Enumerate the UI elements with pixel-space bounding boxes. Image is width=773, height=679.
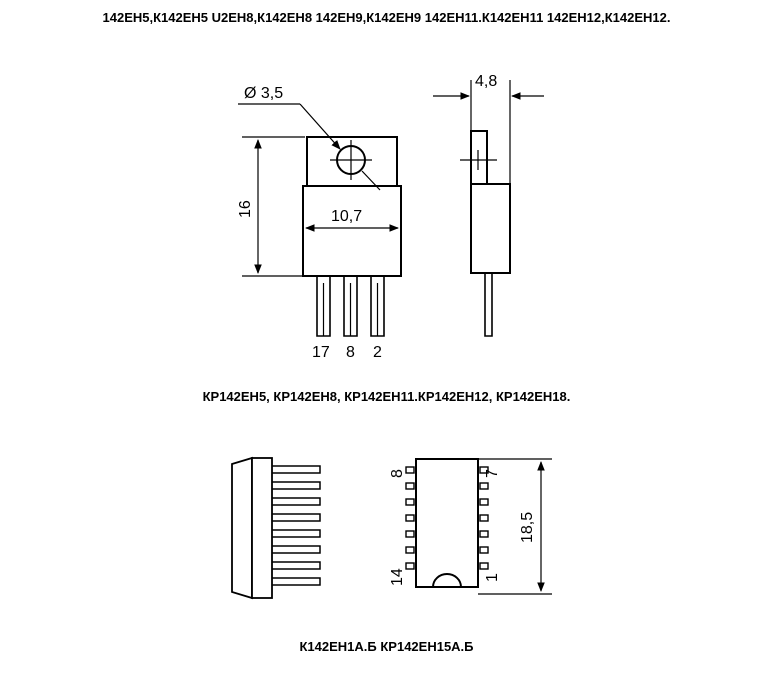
thickness-dimension-label: 4,8 (475, 73, 497, 90)
pin-label-2: 2 (373, 344, 382, 361)
dip-pin-label-8: 8 (389, 469, 406, 478)
dip-pin-label-7: 7 (484, 469, 501, 478)
pin-label-17: 17 (312, 344, 330, 361)
caption-kr-group: КР142ЕН5, КР142ЕН8, КР142ЕН11.КР142ЕН12,… (202, 389, 571, 404)
mounting-tab (306, 136, 398, 187)
height-dimension-label: 16 (237, 200, 254, 218)
dip-pins (405, 466, 489, 570)
caption-dip-group: К142ЕН1А.Б КР142ЕН15А.Б (299, 639, 474, 654)
package-body (302, 185, 402, 277)
dip14-top-view (405, 458, 489, 588)
dip-length-dimension (478, 458, 552, 595)
width-dimension-label: 10,7 (331, 208, 362, 225)
pin1-notch (432, 573, 462, 588)
dip-length-dimension-label: 18,5 (519, 512, 536, 543)
pin-label-8: 8 (346, 344, 355, 361)
hole-diameter-dimension (238, 103, 381, 191)
to220-side-view (460, 130, 511, 337)
height-dimension (242, 136, 305, 277)
dip-body (415, 458, 479, 588)
dip-pin-label-14: 14 (389, 568, 406, 586)
dip-pin-label-1: 1 (484, 573, 501, 582)
leads (316, 276, 385, 337)
multi-lead-package-side-view (231, 456, 321, 600)
hole-diameter-label: Ø 3,5 (244, 85, 283, 102)
side-body (470, 183, 511, 274)
thickness-dimension (433, 80, 544, 184)
caption-to220-group: 142ЕН5,К142ЕН5 U2ЕН8,К142ЕН8 142ЕН9,К142… (102, 10, 671, 25)
side-tab (470, 130, 488, 185)
to220-front-view (302, 136, 402, 337)
